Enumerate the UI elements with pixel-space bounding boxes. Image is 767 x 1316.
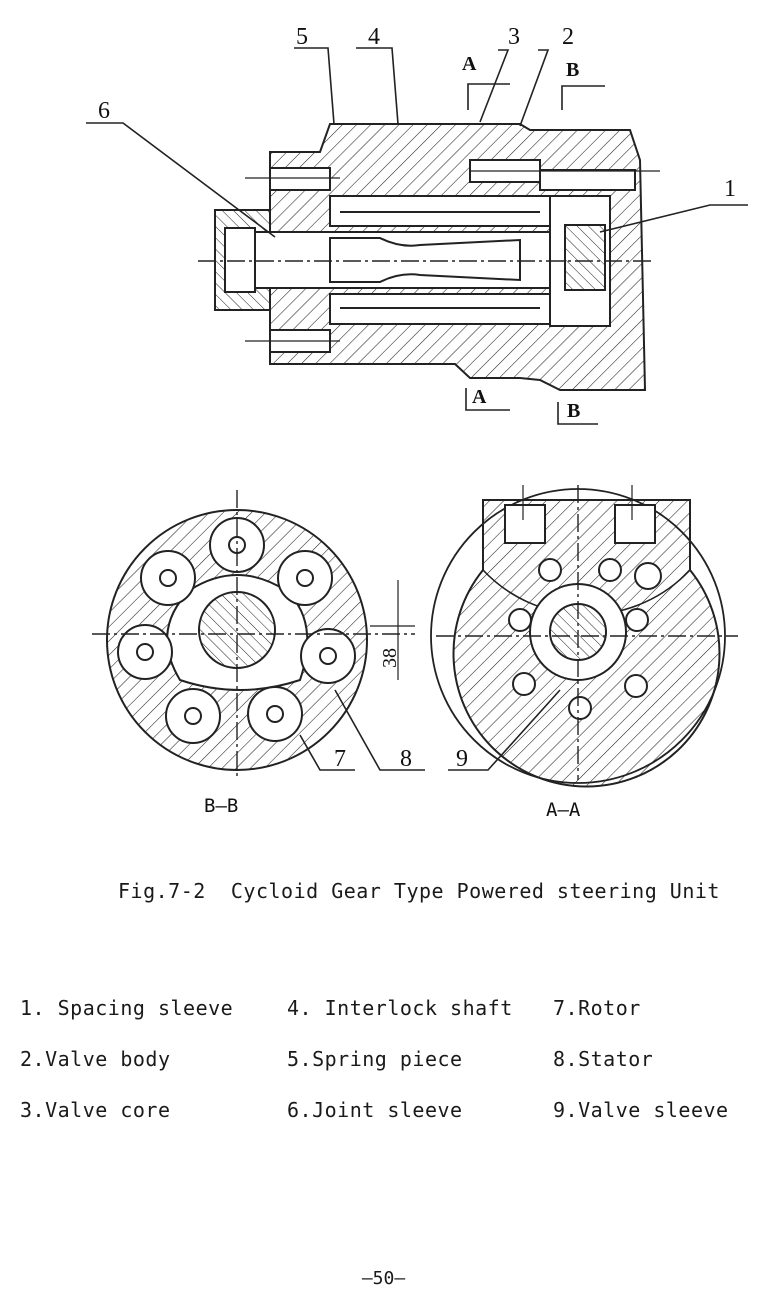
legend-item: 6.Joint sleeve [287, 1098, 463, 1122]
technical-drawing: 5 4 3 2 1 6 7 8 9 A B A B 38 B—B A—A [86, 24, 748, 821]
parts-legend: 1. Spacing sleeve 4. Interlock shaft 7.R… [20, 996, 760, 1149]
callout-3: 3 [508, 24, 520, 50]
section-marker-a-bottom: A [472, 386, 487, 408]
legend-row: 3.Valve core 6.Joint sleeve 9.Valve slee… [20, 1098, 760, 1149]
page-number: —50— [361, 1268, 406, 1289]
section-b-b [92, 490, 425, 780]
callout-2: 2 [562, 24, 574, 50]
callout-8: 8 [400, 746, 412, 772]
callout-1: 1 [724, 176, 736, 202]
legend-item: 7.Rotor [553, 996, 641, 1020]
view-label-b-b: B—B [204, 795, 238, 817]
figure-caption: Fig.7-2 Cycloid Gear Type Powered steeri… [118, 879, 720, 903]
callout-5: 5 [296, 24, 308, 50]
callout-4: 4 [368, 24, 380, 50]
section-a-a [430, 485, 738, 788]
callout-7: 7 [334, 746, 346, 772]
dimension-label: 38 [379, 648, 401, 668]
section-marker-a-top: A [462, 53, 477, 75]
legend-item: 2.Valve body [20, 1047, 171, 1071]
callout-6: 6 [98, 98, 110, 124]
legend-row: 1. Spacing sleeve 4. Interlock shaft 7.R… [20, 996, 760, 1047]
legend-item: 3.Valve core [20, 1098, 171, 1122]
section-marker-b-bottom: B [567, 400, 580, 422]
section-marker-b-top: B [566, 59, 579, 81]
callout-9: 9 [456, 746, 468, 772]
legend-item: 8.Stator [553, 1047, 654, 1071]
legend-item: 1. Spacing sleeve [20, 996, 234, 1020]
legend-item: 5.Spring piece [287, 1047, 463, 1071]
view-label-a-a: A—A [546, 799, 581, 821]
legend-item: 9.Valve sleeve [553, 1098, 729, 1122]
legend-item: 4. Interlock shaft [287, 996, 513, 1020]
longitudinal-section [86, 47, 748, 425]
legend-row: 2.Valve body 5.Spring piece 8.Stator [20, 1047, 760, 1098]
